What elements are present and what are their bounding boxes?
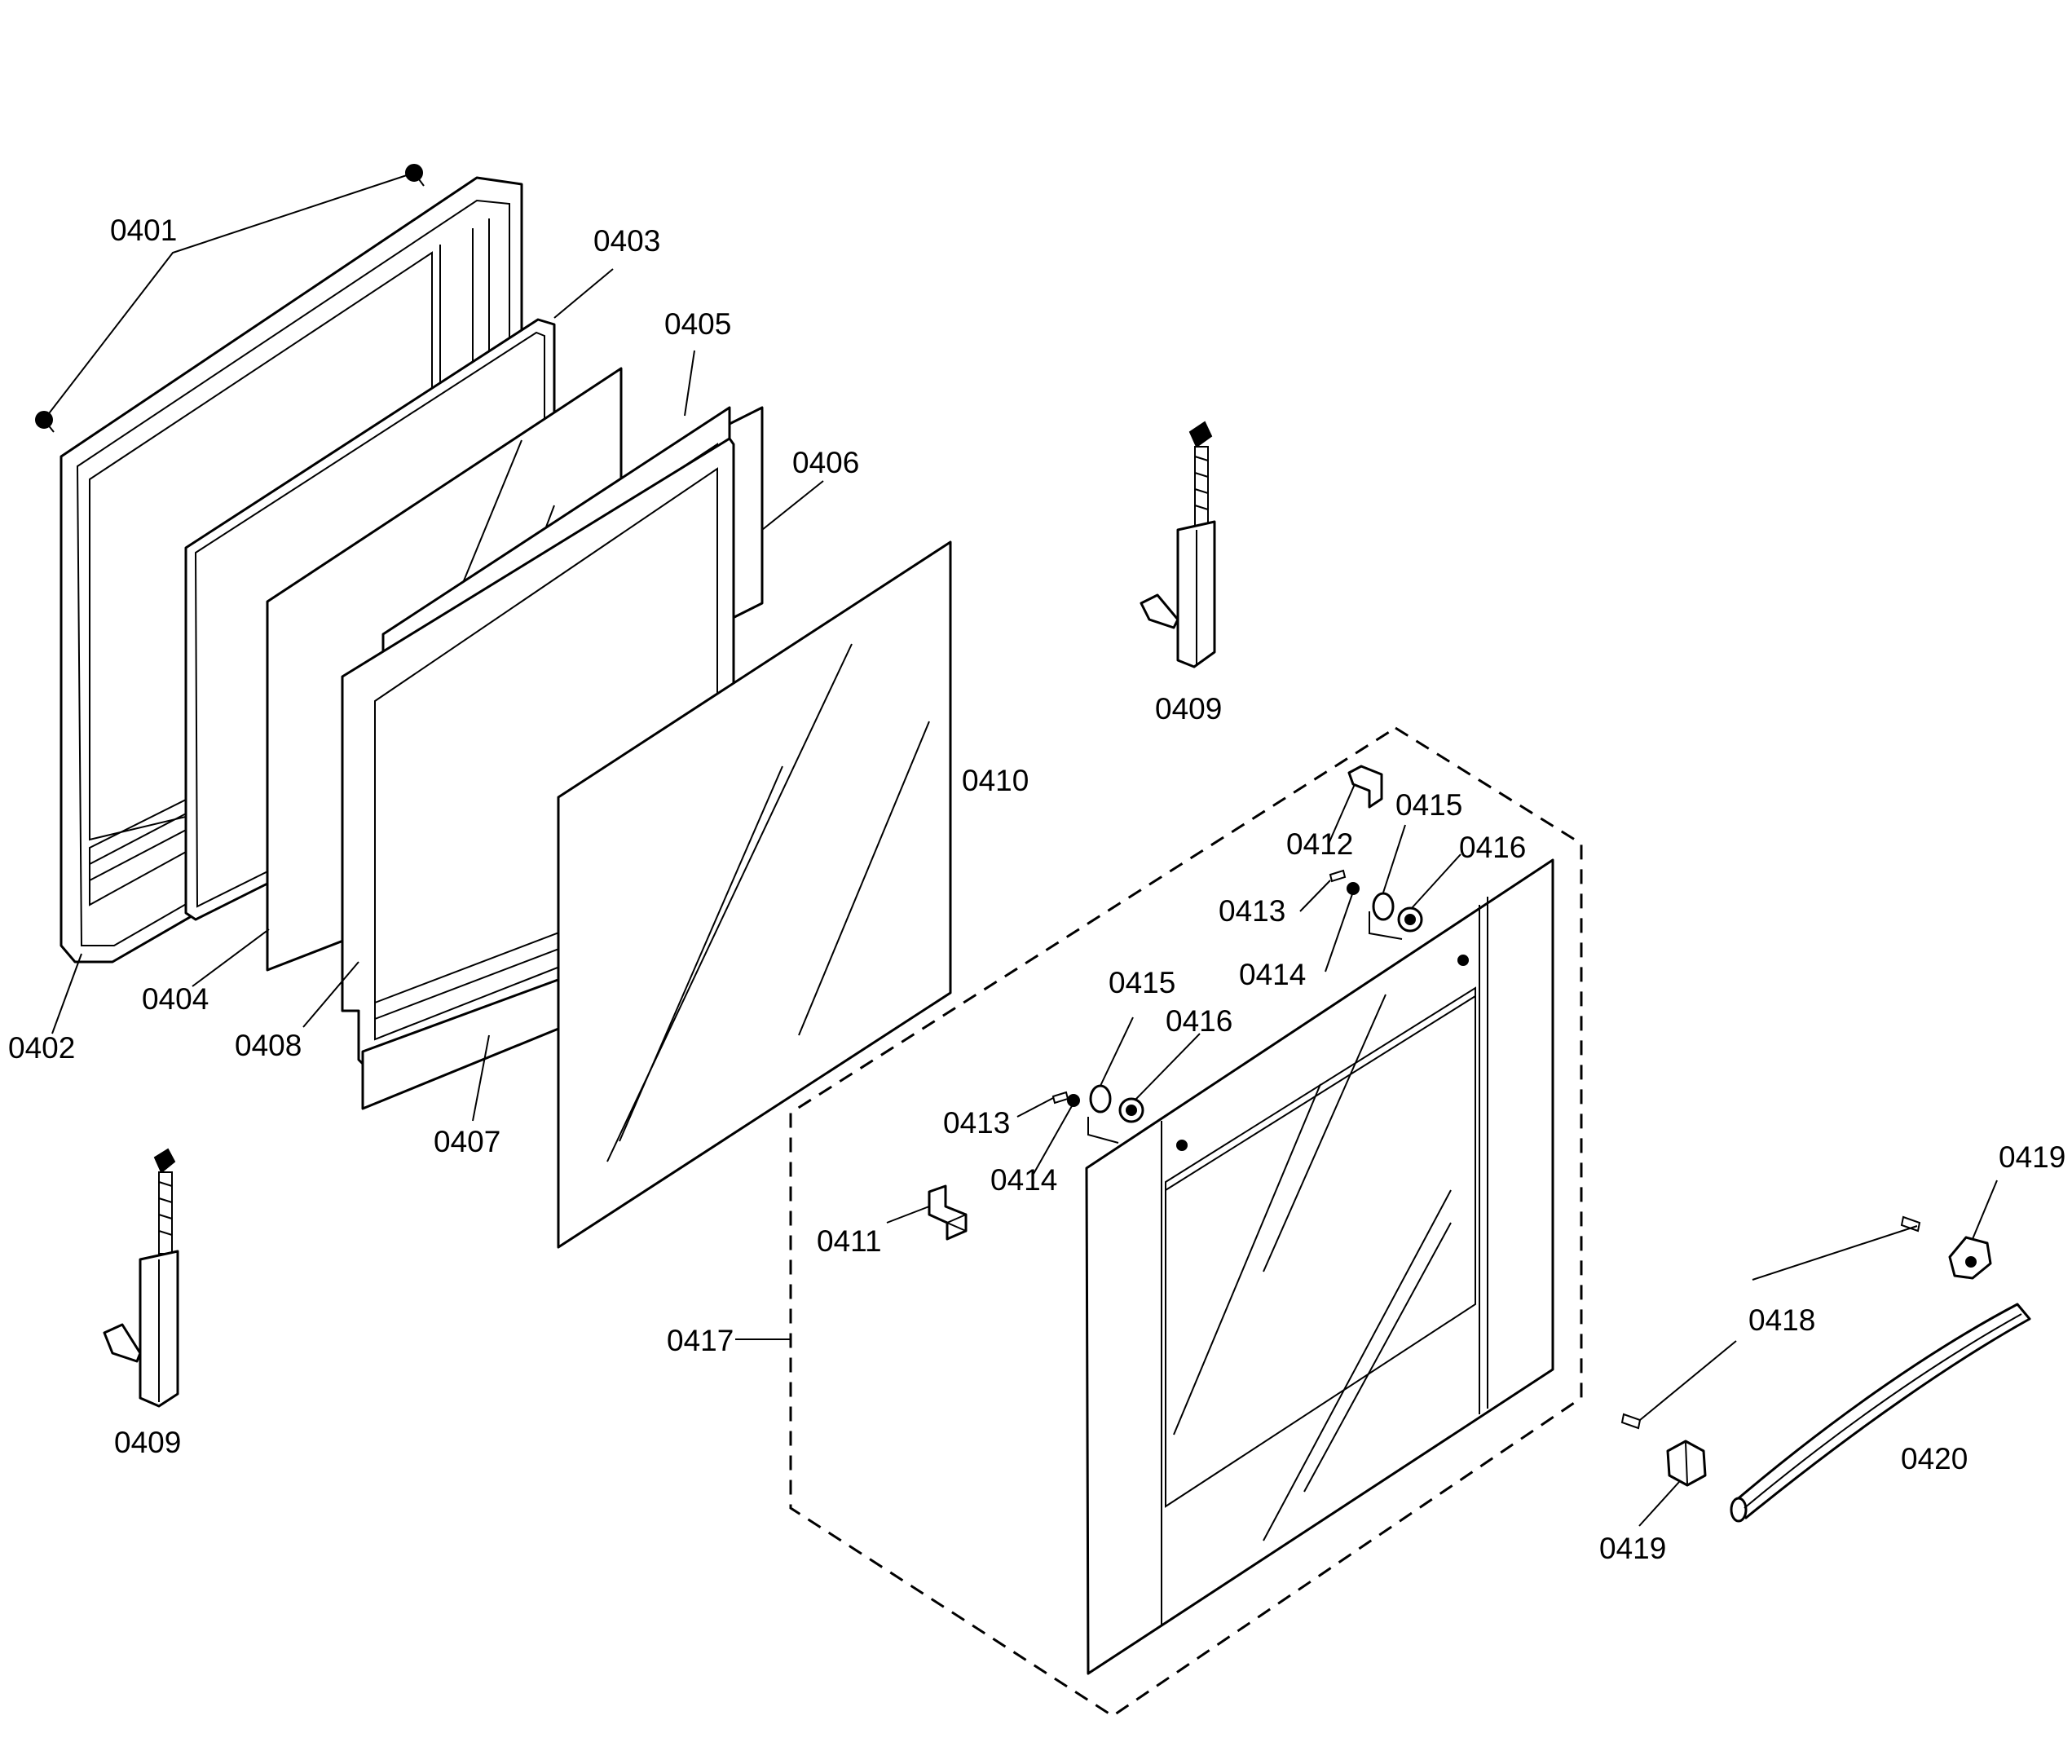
label-0415-upper: 0415 xyxy=(1395,788,1462,822)
part-0415-washers xyxy=(1089,892,1395,1114)
label-0416-lower: 0416 xyxy=(1166,1004,1232,1038)
part-0409-hinge-lower xyxy=(103,1148,179,1408)
assembly-guide-lines xyxy=(1087,911,1403,1144)
label-0414-upper: 0414 xyxy=(1239,958,1306,991)
leader-lines xyxy=(43,172,1998,1527)
part-0412-bracket xyxy=(1347,765,1383,809)
label-0419-upper: 0419 xyxy=(1999,1140,2065,1174)
label-0417: 0417 xyxy=(667,1324,734,1357)
label-0411: 0411 xyxy=(817,1224,882,1258)
label-0410: 0410 xyxy=(962,764,1029,797)
part-number-labels: 0401 0402 0403 0404 0405 0406 0407 0408 … xyxy=(8,214,2065,1565)
part-0414-washers xyxy=(1067,882,1360,1107)
label-0414-lower: 0414 xyxy=(990,1163,1057,1197)
part-0417-outer-door xyxy=(1085,858,1554,1675)
label-0418: 0418 xyxy=(1748,1303,1815,1337)
label-0409-lower: 0409 xyxy=(114,1426,181,1459)
part-0413-screws xyxy=(1051,869,1347,1105)
label-0406: 0406 xyxy=(792,446,859,479)
label-0415-lower: 0415 xyxy=(1109,966,1175,999)
label-0405: 0405 xyxy=(664,307,731,341)
label-0407: 0407 xyxy=(434,1125,500,1158)
label-0409-upper: 0409 xyxy=(1155,692,1222,725)
part-0401-screws xyxy=(35,164,425,433)
part-0416-washers xyxy=(1118,906,1423,1123)
part-0419-handle-end-caps xyxy=(1666,1236,1992,1487)
label-0403: 0403 xyxy=(593,224,660,258)
label-0420: 0420 xyxy=(1901,1442,1968,1475)
label-0416-upper: 0416 xyxy=(1459,831,1526,864)
label-0401: 0401 xyxy=(110,214,177,247)
label-0404: 0404 xyxy=(142,982,209,1016)
part-0409-hinge-upper xyxy=(1140,421,1216,668)
label-0419-lower: 0419 xyxy=(1599,1532,1666,1565)
label-0408: 0408 xyxy=(235,1029,302,1062)
label-0412: 0412 xyxy=(1286,827,1353,861)
label-0402: 0402 xyxy=(8,1031,75,1065)
part-0420-handle-bar xyxy=(1730,1303,2031,1523)
part-0410-outer-glass xyxy=(557,540,952,1249)
part-0411-bracket xyxy=(928,1184,968,1241)
label-0413-upper: 0413 xyxy=(1219,894,1285,928)
label-0413-lower: 0413 xyxy=(943,1106,1010,1140)
